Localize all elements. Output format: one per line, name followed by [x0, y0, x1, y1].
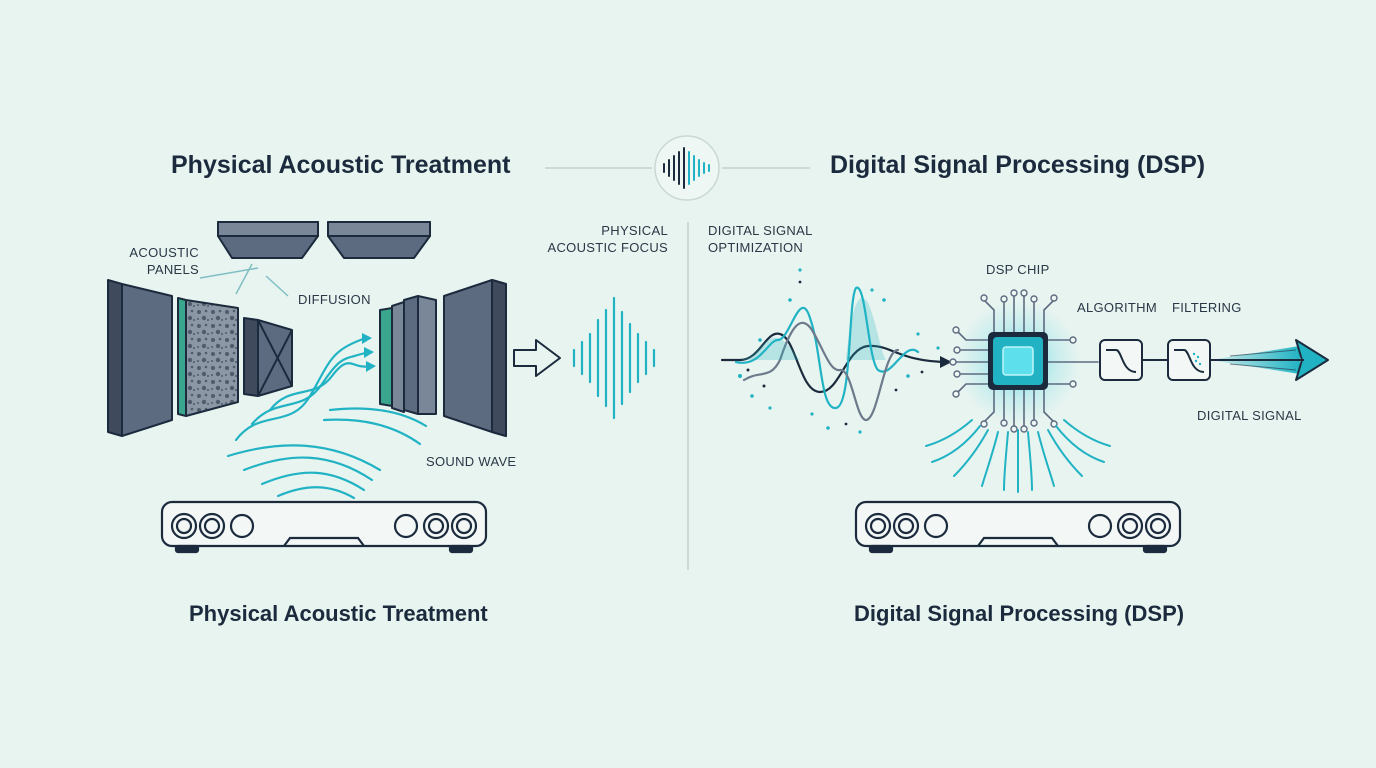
acoustic-panels-label: ACOUSTIC PANELS — [110, 244, 199, 278]
dsp-chip-label: DSP CHIP — [986, 262, 1050, 277]
right-title: Digital Signal Processing (DSP) — [830, 151, 1206, 179]
optimization-label-line1: DIGITAL SIGNAL — [708, 223, 813, 238]
leader-lines — [199, 263, 289, 297]
filtering-label: FILTERING — [1172, 300, 1242, 315]
focus-label-line1: PHYSICAL — [601, 223, 668, 238]
diffuser-box — [243, 317, 293, 397]
physical-acoustic-focus-label: PHYSICAL ACOUSTIC FOCUS — [540, 222, 668, 256]
focus-label-line2: ACOUSTIC FOCUS — [547, 240, 668, 255]
acoustic-panel-dark — [107, 279, 173, 437]
algorithm-box — [1099, 339, 1143, 381]
filtering-box — [1167, 339, 1211, 381]
wave-arrowheads — [362, 333, 376, 372]
signal-dots-dark — [746, 280, 924, 426]
digital-signal-arrow — [1210, 339, 1329, 381]
focus-arrow — [513, 339, 561, 377]
sound-wave-curves — [226, 336, 428, 500]
input-signal-waves — [720, 286, 950, 422]
soundbar-left — [160, 500, 488, 554]
right-caption: Digital Signal Processing (DSP) — [854, 601, 1185, 626]
signal-dots — [738, 268, 940, 434]
input-signal-fill — [738, 298, 886, 360]
acoustic-panel-right — [443, 279, 507, 437]
chip-output-waves — [925, 419, 1111, 493]
acoustic-panels-label-line1: ACOUSTIC — [129, 245, 199, 260]
soundbar-right — [854, 500, 1182, 554]
sound-wave-label: SOUND WAVE — [426, 454, 517, 469]
diffusion-label: DIFFUSION — [298, 292, 371, 307]
stepped-diffuser — [379, 295, 437, 415]
algorithm-label: ALGORITHM — [1077, 300, 1157, 315]
digital-signal-optimization-label: DIGITAL SIGNAL OPTIMIZATION — [708, 222, 813, 256]
ceiling-panels — [217, 221, 431, 259]
left-caption: Physical Acoustic Treatment — [189, 601, 488, 626]
optimization-label-line2: OPTIMIZATION — [708, 240, 804, 255]
foam-panel — [177, 297, 239, 417]
waveform-icon — [654, 135, 720, 201]
dsp-chip-icon — [949, 289, 1099, 433]
focused-waveform — [572, 296, 656, 420]
digital-signal-label: DIGITAL SIGNAL — [1197, 408, 1302, 423]
acoustic-panels-label-line2: PANELS — [146, 262, 199, 277]
signal-arrowhead — [940, 356, 952, 368]
left-title: Physical Acoustic Treatment — [171, 151, 511, 179]
